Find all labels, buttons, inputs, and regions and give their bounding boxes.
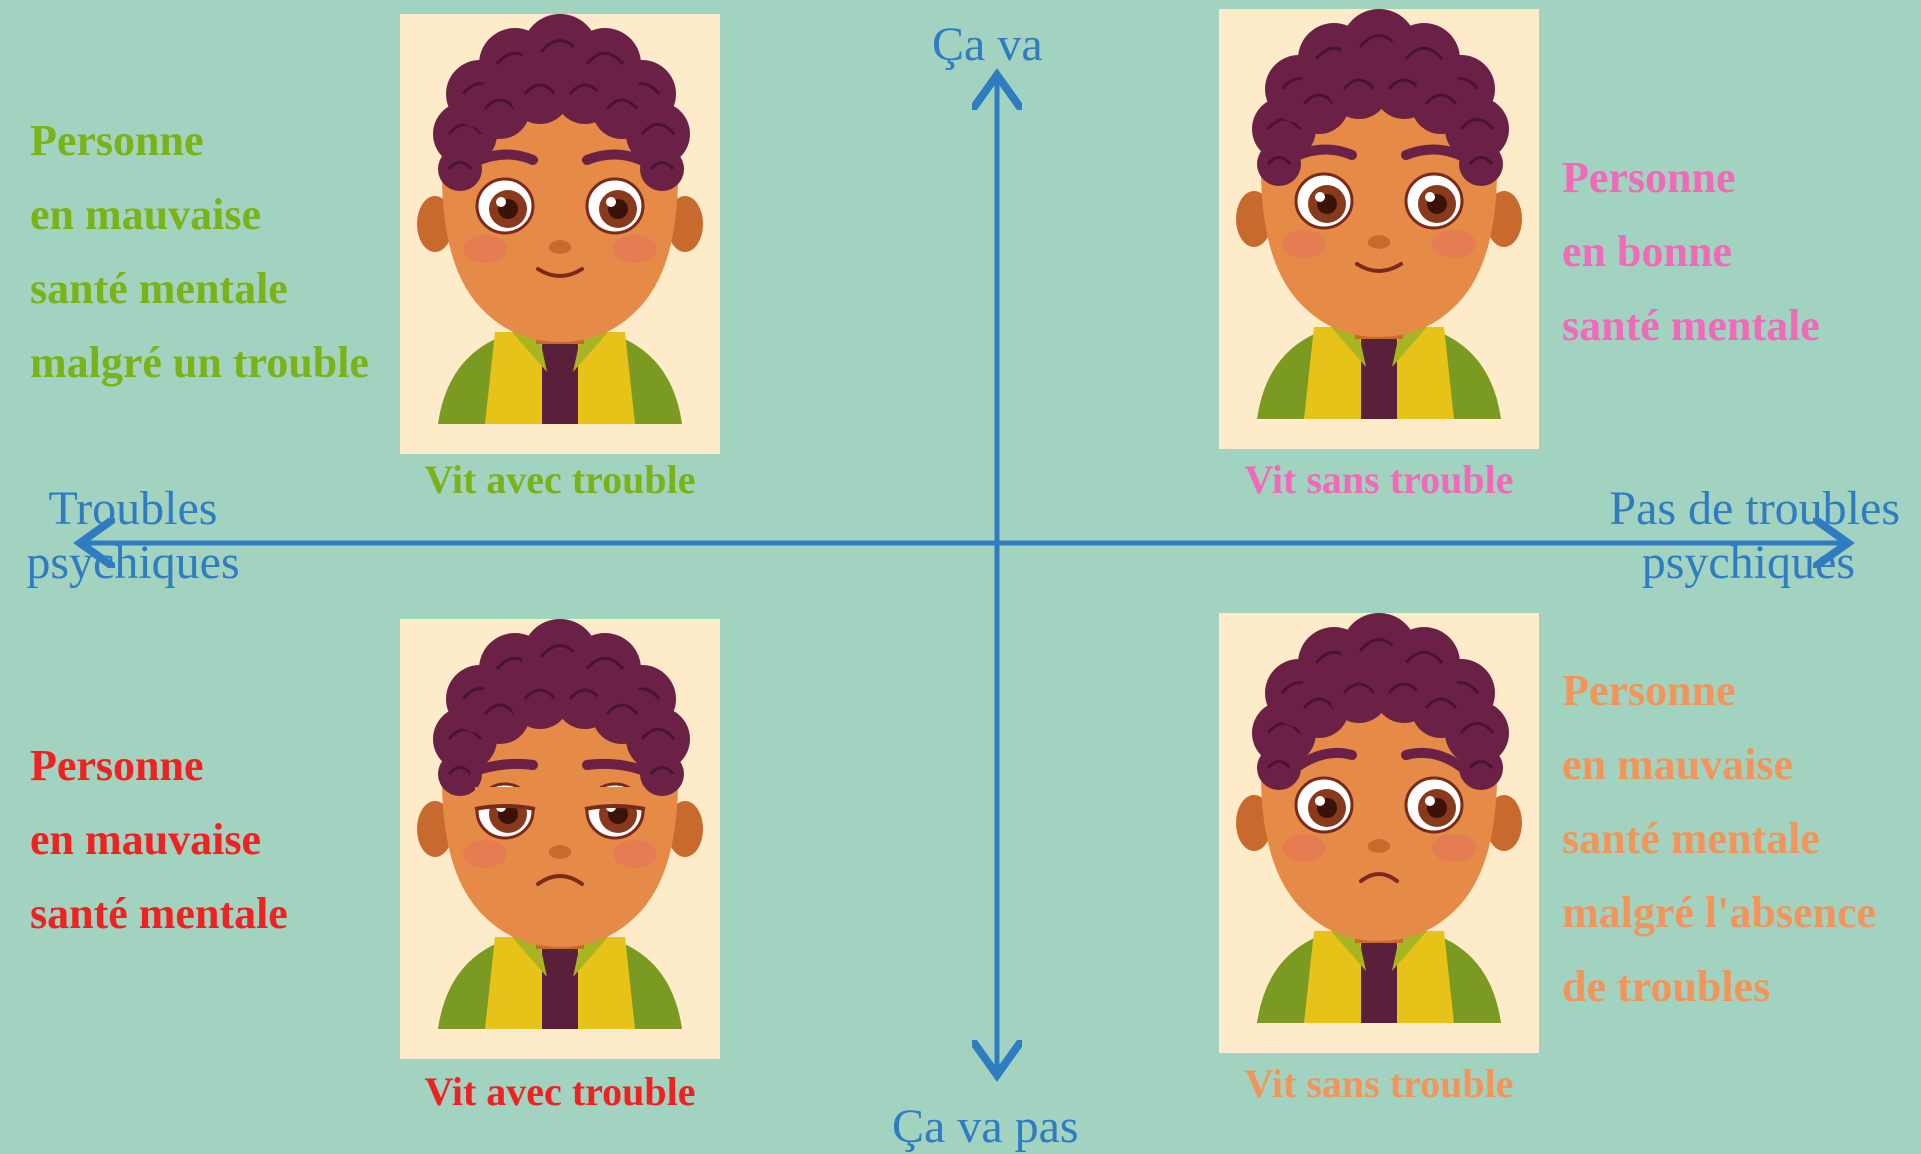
- quad-line: Personne: [1562, 153, 1736, 202]
- axis-label-right: Pas de troubles psychiques: [1570, 482, 1900, 590]
- quad-line: Personne: [1562, 666, 1736, 715]
- portrait-card-bottom-right: [1219, 613, 1539, 1053]
- boy-portrait-icon: [417, 14, 703, 424]
- boy-portrait-icon: [1236, 613, 1522, 1023]
- axis-label-left: Troubles psychiques: [18, 482, 248, 590]
- quadrant-top-left-text: Personne en mauvaise santé mentale malgr…: [30, 104, 369, 400]
- quad-line: en mauvaise: [30, 190, 261, 239]
- axis-label-top: Ça va: [932, 18, 1043, 71]
- axis-label-left-line1: Troubles: [48, 482, 218, 535]
- quad-line: malgré l'absence: [1562, 888, 1877, 937]
- quad-line: en mauvaise: [30, 815, 261, 864]
- quad-line: de troubles: [1562, 962, 1771, 1011]
- axis-label-right-line2: psychiques: [1641, 536, 1855, 589]
- caption-bottom-left: Vit avec trouble: [424, 1069, 696, 1114]
- quad-line: Personne: [30, 116, 204, 165]
- caption-top-left: Vit avec trouble: [424, 457, 696, 502]
- quad-line: santé mentale: [30, 889, 288, 938]
- quadrant-bottom-left-text: Personne en mauvaise santé mentale: [30, 729, 288, 951]
- portrait-card-top-left: [400, 14, 720, 454]
- axis-label-bottom: Ça va pas: [892, 1100, 1079, 1153]
- boy-portrait-icon: [417, 619, 703, 1029]
- caption-top-right: Vit sans trouble: [1244, 457, 1514, 502]
- quadrant-top-right-text: Personne en bonne santé mentale: [1562, 141, 1820, 363]
- quad-line: en mauvaise: [1562, 740, 1793, 789]
- axis-label-left-line2: psychiques: [26, 536, 240, 589]
- portrait-card-top-right: [1219, 9, 1539, 449]
- quad-line: malgré un trouble: [30, 338, 369, 387]
- quad-line: Personne: [30, 741, 204, 790]
- quadrant-bottom-right-text: Personne en mauvaise santé mentale malgr…: [1562, 654, 1876, 1024]
- axis-label-right-line1: Pas de troubles: [1609, 482, 1900, 535]
- quad-line: en bonne: [1562, 227, 1732, 276]
- boy-portrait-icon: [1236, 9, 1522, 419]
- portrait-card-bottom-left: [400, 619, 720, 1059]
- quad-line: santé mentale: [1562, 301, 1820, 350]
- quad-line: santé mentale: [1562, 814, 1820, 863]
- quad-line: santé mentale: [30, 264, 288, 313]
- caption-bottom-right: Vit sans trouble: [1244, 1061, 1514, 1106]
